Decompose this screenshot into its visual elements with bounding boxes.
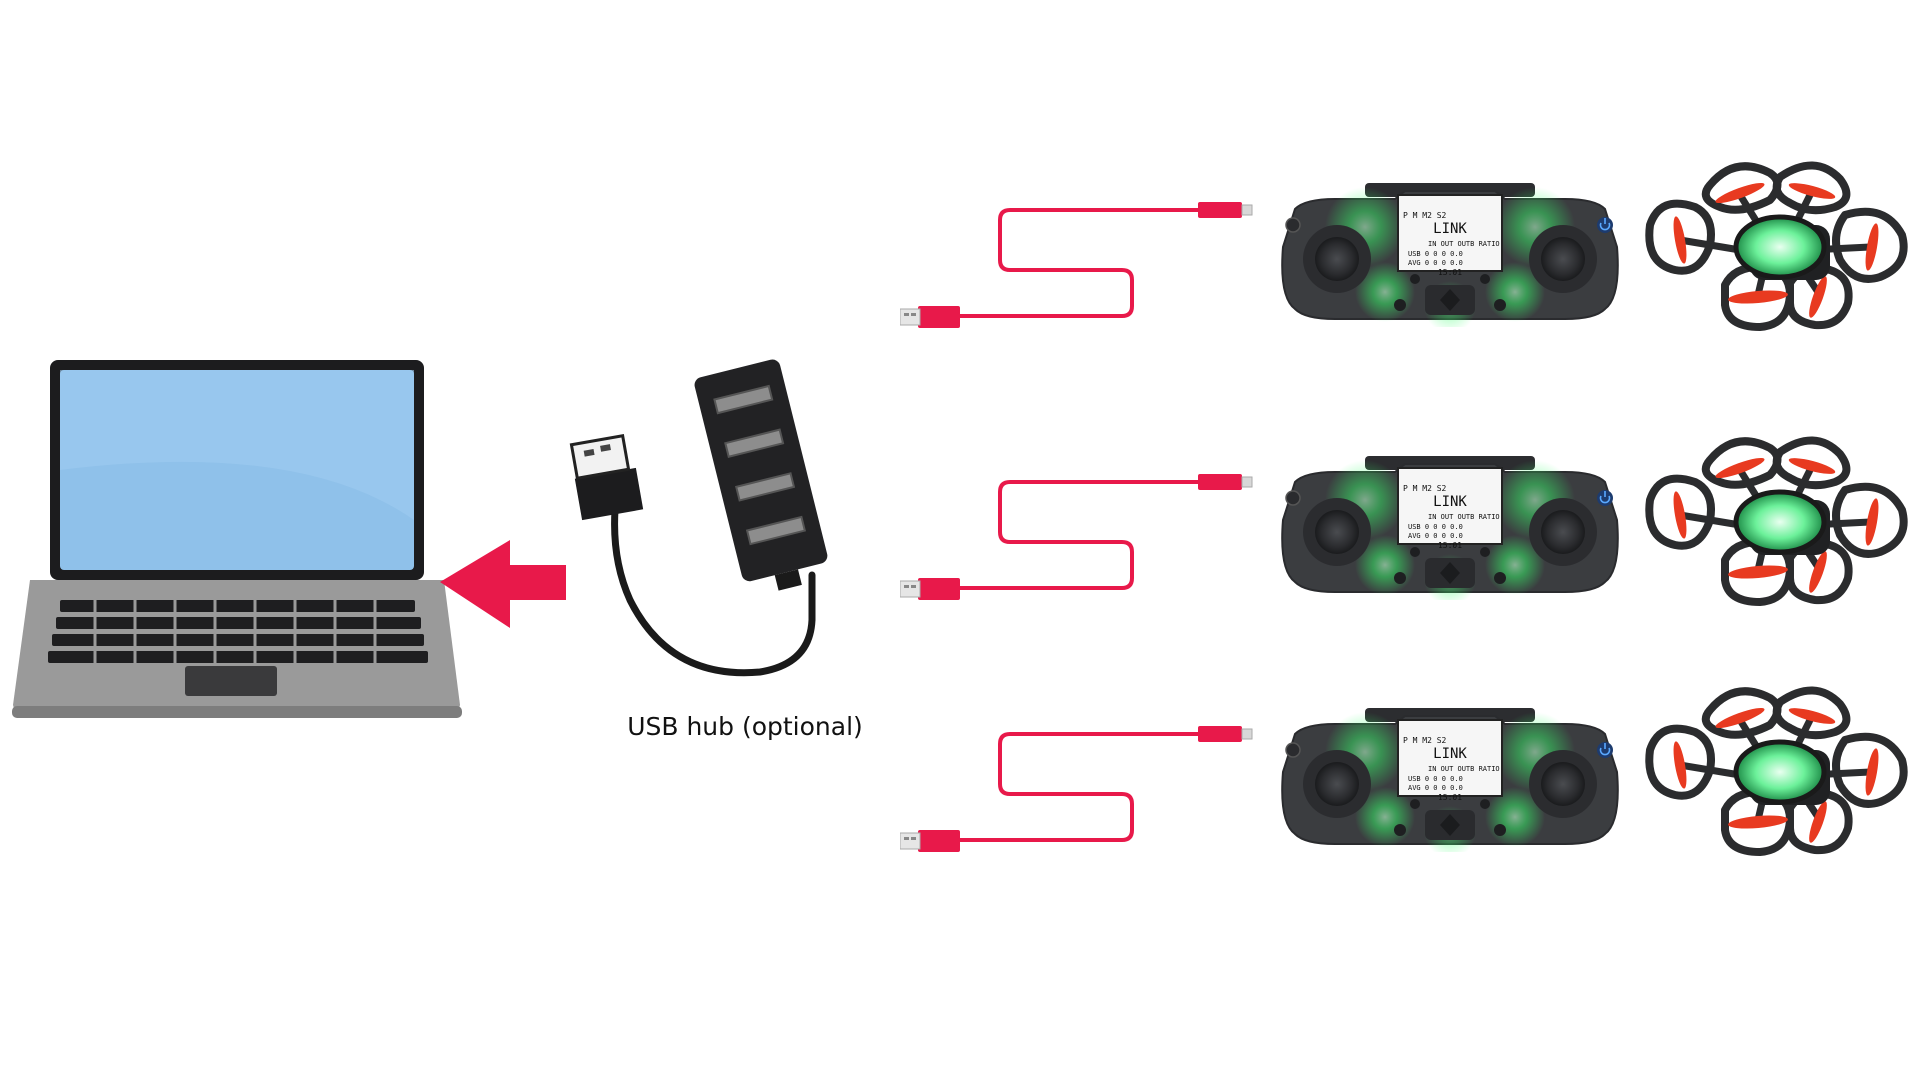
usb-cable-icon: [900, 726, 1252, 852]
screen-header: IN OUT OUTB RATIO: [1428, 765, 1500, 773]
drone-icon: [1649, 165, 1903, 327]
screen-header: IN OUT OUTB RATIO: [1428, 513, 1500, 521]
controller-icon: [1282, 708, 1618, 858]
controller-screen: P M M2 S2 LINK IN OUT OUTB RATIO USB 0 0…: [1403, 484, 1500, 550]
station-3: P M M2 S2 LINK IN OUT OUTB RATIO USB 0 0…: [900, 690, 1904, 858]
controller-screen: P M M2 S2 LINK IN OUT OUTB RATIO USB 0 0…: [1403, 211, 1500, 277]
usb-hub-icon: [569, 359, 828, 677]
usb-hub-label: USB hub (optional): [627, 712, 863, 741]
screen-header: IN OUT OUTB RATIO: [1428, 240, 1500, 248]
screen-title: LINK: [1433, 221, 1467, 237]
usb-cable-icon: [900, 474, 1252, 600]
screen-time: 15:01: [1438, 541, 1462, 550]
laptop-icon: [12, 360, 462, 718]
screen-title: LINK: [1433, 494, 1467, 510]
controller-icon: [1282, 183, 1618, 333]
screen-time: 15:01: [1438, 268, 1462, 277]
station-2: P M M2 S2 LINK IN OUT OUTB RATIO USB 0 0…: [900, 440, 1904, 606]
screen-row-avg: AVG 0 0 0 0.0: [1408, 259, 1463, 267]
controller-icon: [1282, 456, 1618, 606]
screen-status: P M M2 S2: [1403, 484, 1447, 493]
screen-title: LINK: [1433, 746, 1467, 762]
screen-row-usb: USB 0 0 0 0.0: [1408, 523, 1463, 531]
screen-status: P M M2 S2: [1403, 211, 1447, 220]
drone-icon: [1649, 440, 1903, 602]
screen-time: 15:01: [1438, 793, 1462, 802]
station-1: P M M2 S2 LINK IN OUT OUTB RATIO USB 0 0…: [900, 165, 1904, 333]
screen-status: P M M2 S2: [1403, 736, 1447, 745]
screen-row-usb: USB 0 0 0 0.0: [1408, 775, 1463, 783]
controller-screen: P M M2 S2 LINK IN OUT OUTB RATIO USB 0 0…: [1403, 736, 1500, 802]
screen-row-avg: AVG 0 0 0 0.0: [1408, 784, 1463, 792]
screen-row-avg: AVG 0 0 0 0.0: [1408, 532, 1463, 540]
usb-cable-icon: [900, 202, 1252, 328]
arrow-left-icon: [440, 540, 566, 628]
drone-icon: [1649, 690, 1903, 852]
screen-row-usb: USB 0 0 0 0.0: [1408, 250, 1463, 258]
